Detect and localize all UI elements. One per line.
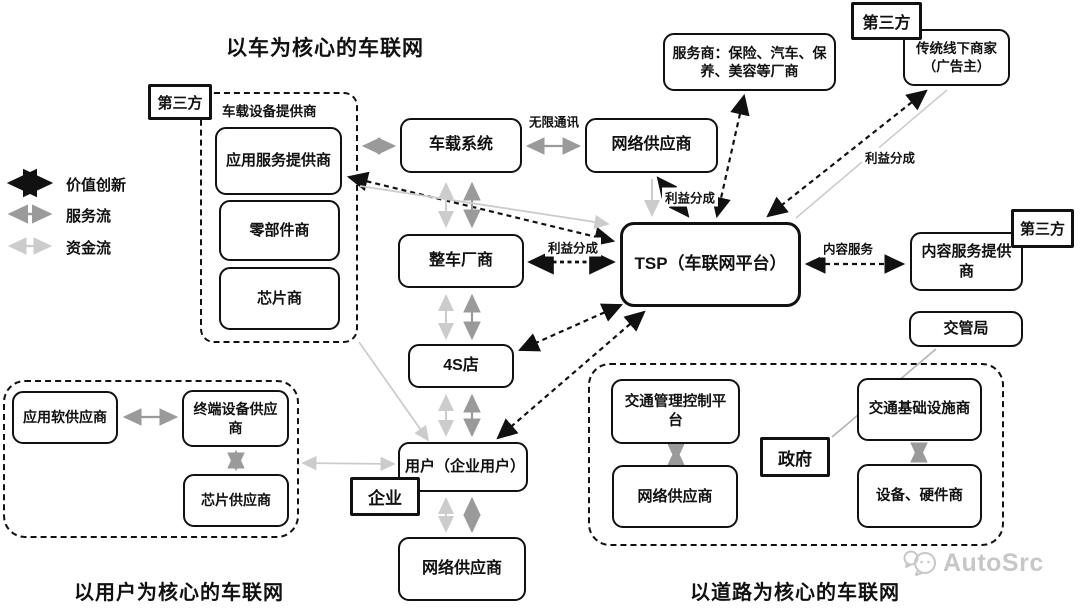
edge-label-profit-share-top: 利益分成 [661,187,719,207]
node-oem: 整车厂商 [398,234,524,288]
group-user-core [3,380,299,538]
title-car-core: 以车为核心的车联网 [226,37,424,60]
tag-enterprise: 企业 [350,477,420,516]
node-content-service-provider: 内容服务提供商 [910,232,1023,291]
watermark: AutoSrc [901,548,1044,578]
node-4s-store: 4S店 [408,344,514,388]
legend-service-flow: 服务流 [66,208,112,225]
node-network-provider-bottom: 网络供应商 [398,537,526,601]
node-traffic-bureau: 交管局 [909,311,1023,347]
node-app-software-supplier: 应用软供应商 [12,391,118,444]
edge-label-profit-share-right: 利益分成 [861,147,919,167]
legend-value-innovation: 价值创新 [66,177,127,194]
group-road-core [588,363,1004,546]
node-parts-supplier: 零部件商 [219,200,340,261]
edge-label-profit-share-mid: 利益分成 [544,237,602,257]
node-tsp-platform: TSP（车联网平台） [620,222,801,307]
node-network-provider-road: 网络供应商 [612,465,738,528]
node-service-providers: 服务商：保险、汽车、保养、美容等厂商 [663,33,836,91]
edge-label-content-service: 内容服务 [819,238,877,258]
node-traffic-mgmt-platform: 交通管理控制平台 [611,379,740,444]
node-terminal-device-supplier: 终端设备供应商 [182,390,289,447]
watermark-brand: AutoSrc [943,548,1044,577]
tag-third-party-right: 第三方 [1011,209,1074,248]
node-chip-supplier: 芯片供应商 [183,474,289,527]
node-chip-maker: 芯片商 [219,267,340,330]
node-vehicle-system: 车载系统 [400,118,522,173]
tag-government: 政府 [760,437,830,477]
title-road-core: 以道路为核心的车联网 [690,582,900,604]
group-label-vehicle-device-provider: 车载设备提供商 [222,104,317,119]
node-equipment-hardware: 设备、硬件商 [857,464,982,528]
title-user-core: 以用户为核心的车联网 [74,582,284,604]
node-app-service-provider: 应用服务提供商 [215,127,342,195]
legend-capital-flow: 资金流 [66,240,112,257]
node-network-provider-top: 网络供应商 [585,118,718,173]
tag-third-party-top: 第三方 [851,2,922,40]
edge-label-wireless-comm: 无限通讯 [525,111,583,131]
tag-third-party-left: 第三方 [148,84,212,120]
autosrc-logo-icon [903,550,936,576]
node-traffic-infrastructure: 交通基础设施商 [857,378,982,441]
